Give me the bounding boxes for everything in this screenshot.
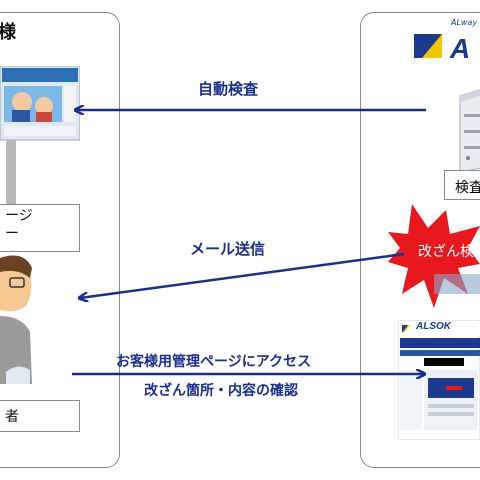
mail-send-label: メール送信 (190, 240, 266, 258)
mail-send-arrow (80, 252, 405, 298)
admin-page-label-line2: ー (5, 226, 19, 242)
auto-check-label: 自動検査 (198, 80, 259, 98)
tamper-alert-burst-icon: 改ざん検 (388, 204, 480, 308)
alsok-logo-icon: A (414, 33, 470, 62)
customer-panel-title: 様 (0, 22, 16, 43)
access-label-line2: 改ざん箇所・内容の確認 (144, 383, 298, 399)
management-page-logo: ALSOK (416, 321, 451, 332)
administrator-label: 者 (5, 409, 19, 425)
inspection-server-label: 検査 (444, 170, 480, 200)
person-icon (0, 255, 32, 384)
administrator-label-box: 者 (0, 400, 80, 432)
admin-page-label-line1: ージ (5, 208, 33, 224)
server-icon (459, 89, 480, 172)
management-page-screenshot (398, 320, 480, 440)
website-screenshot-image (0, 66, 80, 206)
admin-page-label-box: ージ ー (0, 204, 80, 252)
access-label-line1: お客様用管理ページにアクセス (116, 354, 312, 370)
tamper-alert-text: 改ざん検 (418, 243, 474, 260)
alsok-tagline: ALway (451, 18, 478, 27)
svg-text:A: A (449, 33, 470, 62)
